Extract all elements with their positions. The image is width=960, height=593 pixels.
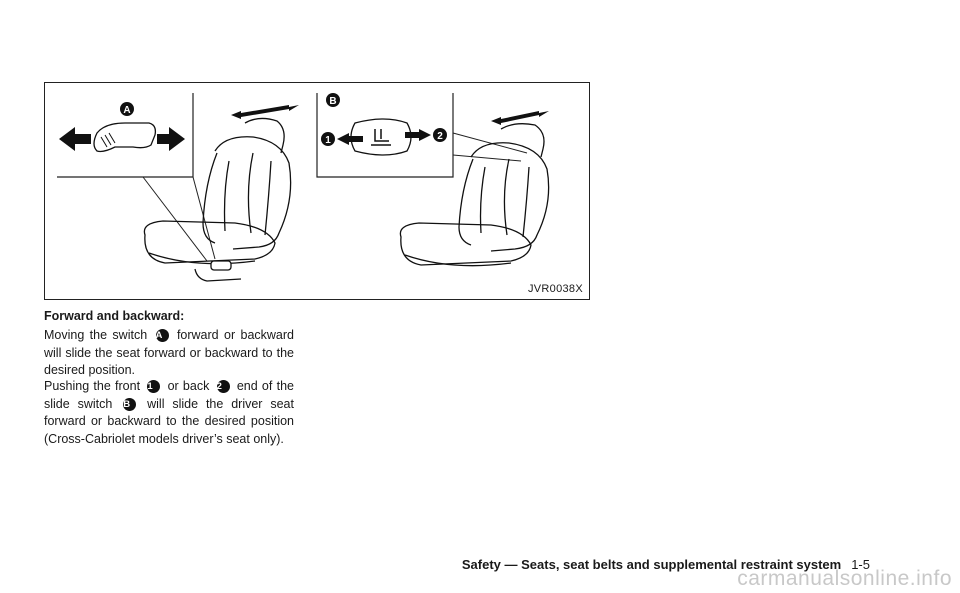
switch-a-icon xyxy=(93,122,157,153)
svg-text:A: A xyxy=(123,105,130,116)
para2-text-3: end of the slide switch xyxy=(44,379,294,411)
footer-section-title: Safety — Seats, seat belts and supplemen… xyxy=(461,557,842,572)
svg-text:1: 1 xyxy=(325,135,331,146)
seat-adjust-illustration: A B 1 xyxy=(44,82,590,300)
figure-code: JVR0038X xyxy=(528,283,583,295)
callout-a-badge: A xyxy=(120,102,134,116)
seat-drawing: A B 1 xyxy=(57,93,550,282)
svg-text:2: 2 xyxy=(437,131,443,142)
push-front-arrow-icon xyxy=(337,133,363,145)
right-motion-arrow-icon xyxy=(491,111,549,125)
callout-b-inline-badge: B xyxy=(123,397,137,411)
page-number: 1-5 xyxy=(851,557,870,572)
right-arrow-icon xyxy=(157,127,185,151)
callout-b-badge: B xyxy=(326,93,340,107)
para2-text-4: will slide the driver seat forward or ba… xyxy=(44,396,294,446)
callout-1-inline-badge: 1 xyxy=(147,380,161,393)
para1-text-after: forward or backward will slide the seat … xyxy=(44,328,294,377)
callout-1-badge: 1 xyxy=(321,132,335,146)
paragraph-switch-a: Moving the switch A forward or backward … xyxy=(44,327,294,380)
right-seat-icon xyxy=(399,123,550,267)
callout-2-inline-badge: 2 xyxy=(216,380,230,393)
left-arrow-icon xyxy=(59,127,91,151)
para2-text-2: or back xyxy=(167,379,210,393)
para2-text-1: Pushing the front xyxy=(44,379,141,393)
left-seat-icon xyxy=(143,117,292,282)
left-motion-arrow-icon xyxy=(231,105,299,119)
watermark: carmanualsonline.info xyxy=(737,567,952,590)
section-heading: Forward and backward: xyxy=(44,309,185,323)
callout-a-inline-badge: A xyxy=(155,329,169,342)
push-back-arrow-icon xyxy=(405,129,431,141)
paragraph-switch-b: Pushing the front 1 or back 2 end of the… xyxy=(44,378,294,448)
callout-2-badge: 2 xyxy=(433,128,447,142)
page-footer: Safety — Seats, seat belts and supplemen… xyxy=(462,557,870,572)
para1-text-before: Moving the switch xyxy=(44,328,148,342)
svg-text:B: B xyxy=(329,96,336,107)
